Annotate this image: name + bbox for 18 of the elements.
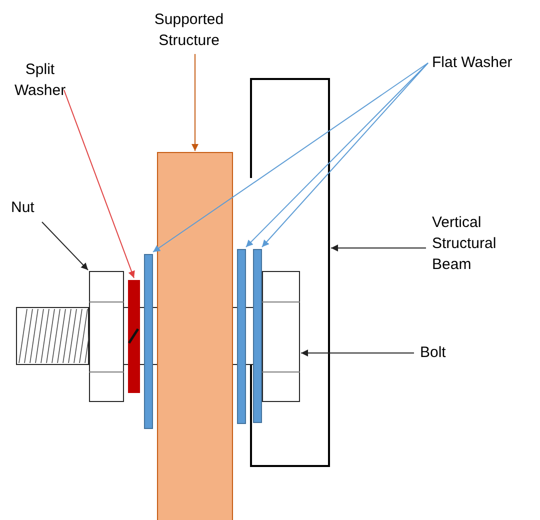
leader-line <box>192 54 198 152</box>
part-label: Vertical Structural Beam <box>432 212 532 275</box>
part-label: Nut <box>11 197 51 218</box>
part-label: Flat Washer <box>432 52 540 73</box>
part-label: Split Washer <box>8 59 72 101</box>
flat-washer <box>237 249 246 424</box>
part-label: Supported Structure <box>138 9 240 51</box>
nut <box>89 271 124 402</box>
leader-line <box>64 90 135 278</box>
supported-structure-plate <box>157 152 233 520</box>
structural-beam <box>250 78 330 467</box>
leader-line <box>330 244 426 252</box>
split-washer <box>128 280 140 393</box>
leader-line <box>42 222 88 270</box>
flat-washer <box>144 254 153 429</box>
part-label: Bolt <box>420 342 460 363</box>
leader-line <box>152 62 428 252</box>
leader-line <box>300 350 414 356</box>
